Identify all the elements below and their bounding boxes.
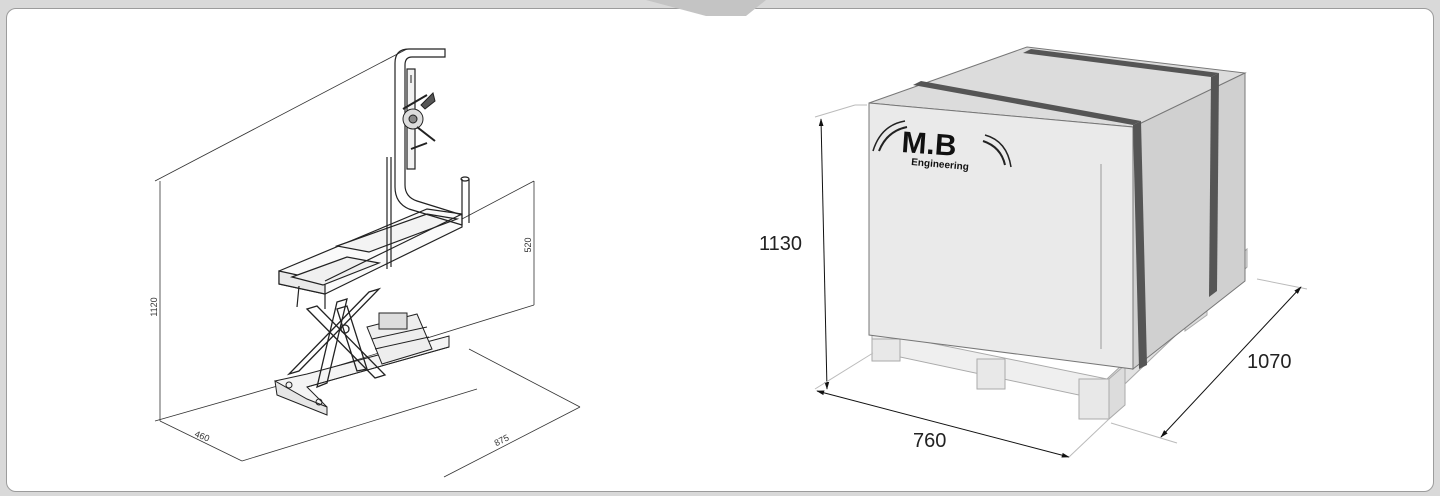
lift-table	[278, 208, 463, 309]
package-dimension-lines	[814, 104, 1308, 458]
package-width-label: 760	[913, 430, 946, 452]
hydraulic-cylinder	[366, 312, 433, 365]
drawing-panel: 1120 460 875 520	[6, 8, 1434, 492]
scissor-arms	[286, 287, 387, 389]
mb-engineering-logo: M.B Engineering	[872, 120, 1012, 173]
package-depth-label: 1070	[1247, 351, 1292, 373]
machine-depth-label: 875	[493, 432, 511, 448]
package-height-label: 1130	[759, 233, 802, 255]
machine-table-height-label: 520	[523, 237, 533, 252]
machine-dimension-lines	[154, 48, 581, 478]
crate	[868, 46, 1247, 371]
panel-notch	[646, 0, 766, 16]
logo-main-text: M.B	[901, 126, 958, 163]
machine-width-label: 460	[193, 429, 211, 444]
machine-height-label: 1120	[149, 297, 159, 316]
technical-drawings: 1120 460 875 520	[149, 46, 1308, 478]
logo-sub-text: Engineering	[911, 157, 970, 173]
machine-drawing: 1120 460 875 520	[149, 48, 581, 478]
package-drawing: M.B Engineering 1130 760 1070	[759, 46, 1308, 458]
clamp-head	[402, 75, 436, 150]
